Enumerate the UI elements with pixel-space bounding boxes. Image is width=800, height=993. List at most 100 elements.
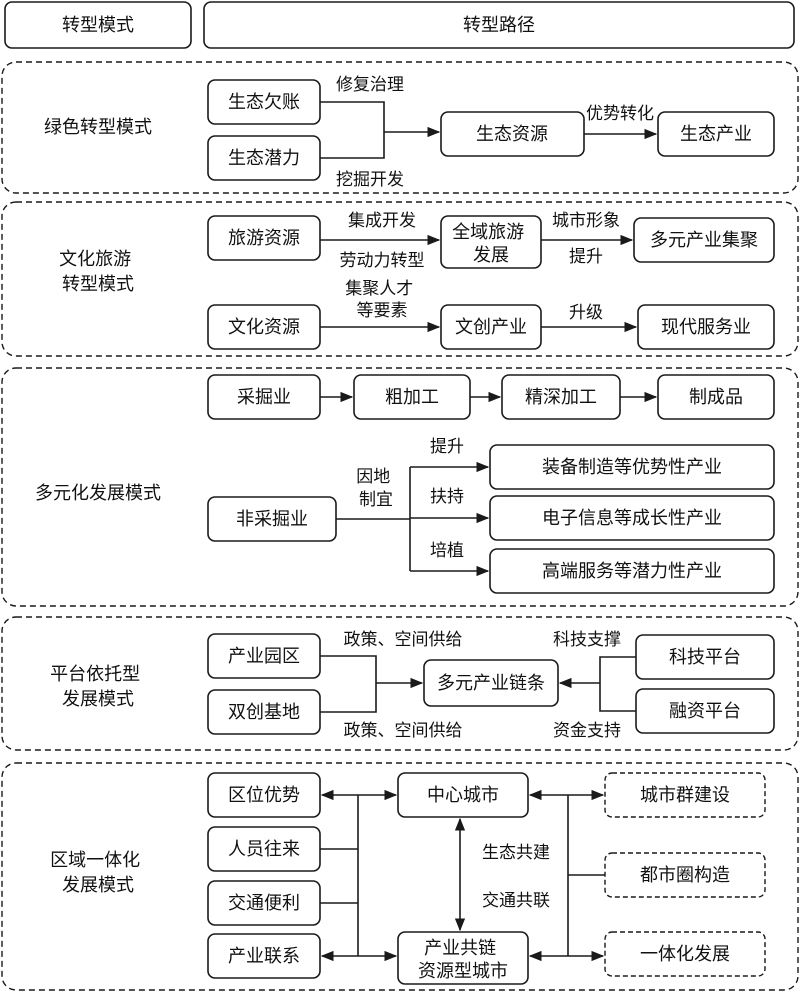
node-box-dashed	[604, 931, 766, 977]
node-box	[207, 933, 321, 979]
node-label: 中心城市	[427, 785, 499, 806]
node-label: 粗加工	[385, 387, 439, 408]
node-label: 电子信息等成长性产业	[542, 508, 722, 529]
node-box	[207, 215, 321, 261]
edge-label: 政策、空间供给	[344, 630, 463, 650]
edge-label: 政策、空间供给	[344, 721, 463, 741]
node-label-line: 资源型城市	[418, 961, 508, 982]
section-culture: 文化旅游 转型模式 旅游资源 全域旅游 发展 多元产业集聚 文化资源 文创产业 …	[1, 201, 799, 357]
node-label: 制成品	[689, 387, 743, 408]
node-box	[633, 217, 775, 263]
header-path-label: 转型路径	[463, 15, 535, 36]
edge-label: 集成开发	[348, 211, 416, 231]
node-label: 文创产业	[455, 317, 527, 338]
edge-label-line: 制宜	[359, 490, 393, 510]
node-box	[637, 304, 775, 350]
edge-label: 提升	[430, 437, 464, 457]
node-label: 双创基地	[228, 702, 300, 723]
model-label: 多元化发展模式	[35, 483, 161, 504]
node-box	[489, 444, 775, 490]
node-box	[489, 495, 775, 541]
node-label: 生态产业	[680, 124, 752, 145]
node-label: 产业联系	[228, 946, 300, 967]
node-label: 都市圈构造	[640, 865, 730, 886]
node-label: 科技平台	[669, 647, 741, 668]
node-box	[397, 772, 529, 818]
edge-label: 城市形象	[552, 211, 620, 231]
edge-label-line: 集聚人才	[345, 279, 413, 299]
section-platform-frame	[1, 616, 799, 751]
node-label: 交通便利	[228, 893, 300, 914]
edge-label: 挖掘开发	[336, 170, 404, 190]
header: 转型模式 转型路径	[4, 1, 795, 49]
node-label: 多元产业集聚	[650, 230, 758, 251]
model-label: 区域一体化 发展模式	[50, 850, 146, 896]
edge-label: 提升	[569, 247, 603, 267]
model-label: 绿色转型模式	[44, 117, 152, 138]
edge-label-line: 等要素	[357, 301, 408, 321]
edge-label: 升级	[569, 303, 603, 323]
edge-label: 培植	[430, 541, 464, 561]
edge-label: 修复治理	[336, 75, 404, 95]
node-box	[397, 931, 529, 985]
section-culture-frame	[1, 201, 799, 357]
node-box	[440, 215, 542, 269]
edge-label: 扶持	[430, 487, 464, 507]
section-green-frame	[1, 61, 799, 194]
edge-label-line: 因地	[356, 467, 390, 487]
edge-label: 优势转化	[586, 104, 654, 124]
node-box	[657, 374, 775, 420]
node-label-line: 全域旅游	[452, 222, 524, 243]
node-label: 装备制造等优势性产业	[542, 457, 722, 478]
node-label-line: 发展	[473, 245, 509, 266]
section-regional-frame	[1, 762, 799, 991]
edge-label: 劳动力转型	[340, 251, 425, 271]
node-box	[207, 772, 321, 818]
node-label: 旅游资源	[228, 228, 300, 249]
node-box	[657, 111, 775, 157]
node-box	[489, 548, 775, 594]
section-diverse: 多元化发展模式 采掘业 粗加工 精深加工 制成品 非采掘业 装备制造等优势性产业…	[1, 367, 799, 607]
node-label: 全域旅游 发展	[452, 222, 530, 266]
edge-label: 生态共建	[482, 843, 550, 863]
node-label: 融资平台	[669, 701, 741, 722]
connector-line	[320, 655, 377, 713]
edge-label: 交通共联	[482, 891, 550, 911]
model-label: 平台依托型 发展模式	[50, 664, 146, 710]
connector-line	[320, 101, 385, 159]
section-diverse-frame	[1, 367, 799, 607]
node-label-line: 产业共链	[424, 938, 496, 959]
header-path-box	[203, 1, 795, 49]
edge-label: 集聚人才 等要素	[345, 279, 418, 321]
edge-label: 科技支撑	[553, 630, 621, 650]
node-label: 现代服务业	[661, 317, 751, 338]
section-platform: 平台依托型 发展模式 产业园区 双创基地 多元产业链条 科技平台 融资平台 政策…	[1, 616, 799, 751]
node-label: 产业园区	[228, 646, 300, 667]
node-label: 城市群建设	[640, 785, 730, 806]
header-model-label: 转型模式	[62, 15, 134, 36]
node-label: 高端服务等潜力性产业	[542, 561, 722, 582]
node-label: 精深加工	[525, 387, 597, 408]
connector-line	[599, 656, 636, 712]
node-label: 一体化发展	[640, 944, 730, 965]
edge-label: 资金支持	[553, 721, 621, 741]
edge-label: 因地 制宜	[356, 467, 395, 510]
node-label: 人员往来	[228, 839, 300, 860]
node-label: 生态潜力	[228, 148, 300, 169]
node-label: 生态欠账	[228, 92, 300, 113]
node-label: 生态资源	[476, 124, 548, 145]
section-green: 绿色转型模式 生态欠账 生态潜力 生态资源 生态产业 修复治理 挖掘开发 优势转…	[1, 61, 799, 194]
node-label: 非采掘业	[236, 509, 308, 530]
section-regional: 区域一体化 发展模式 区位优势 人员往来 交通便利 产业联系 中心城市 产业共链…	[1, 762, 799, 991]
node-box	[423, 659, 559, 707]
node-label: 区位优势	[228, 785, 300, 806]
header-model-box	[4, 1, 192, 49]
node-box-dashed	[604, 772, 766, 818]
node-label: 文化资源	[228, 317, 300, 338]
node-label: 产业共链 资源型城市	[418, 938, 508, 982]
node-label: 多元产业链条	[437, 673, 545, 694]
model-label: 文化旅游 转型模式	[59, 249, 137, 295]
node-label: 采掘业	[237, 387, 291, 408]
